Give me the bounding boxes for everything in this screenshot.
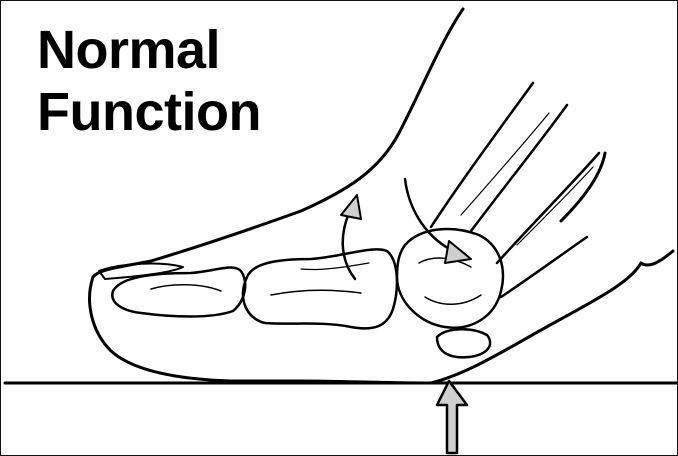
bone-shading bbox=[151, 285, 221, 291]
bone-shading bbox=[271, 290, 361, 295]
proximal-phalanx-bone bbox=[243, 249, 397, 328]
sesamoid-bone bbox=[437, 329, 490, 357]
bone-shading bbox=[425, 295, 481, 304]
metatarsal-shafts bbox=[431, 83, 599, 297]
up-arrow-icon bbox=[437, 381, 467, 453]
foot-outline bbox=[90, 9, 673, 383]
bone-shading bbox=[517, 167, 593, 245]
bone-shading bbox=[301, 263, 369, 270]
distal-phalanx-bone bbox=[112, 268, 245, 317]
curved-arrow-icon bbox=[405, 179, 471, 263]
